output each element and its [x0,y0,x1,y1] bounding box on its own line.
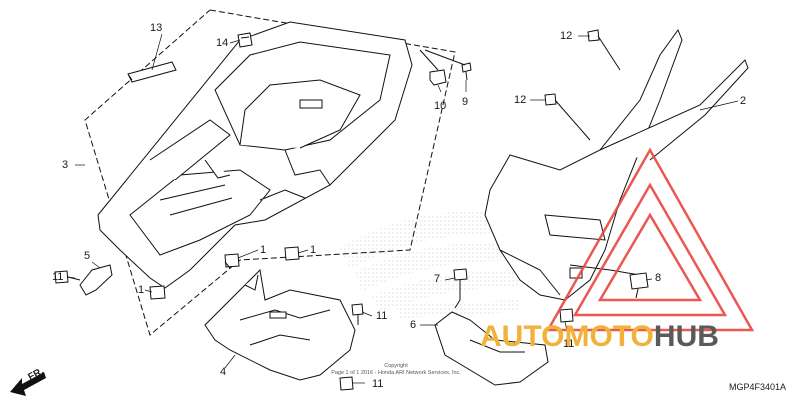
callout-14: 14 [216,37,229,49]
callout-13: 13 [150,22,163,34]
callout-11-bottom: 11 [372,378,384,390]
automotohub-watermark: AUTOMOTOHUB [480,321,719,353]
callout-1-b: 1 [310,244,317,256]
callout-2: 2 [740,95,747,107]
bolt-11-right [559,308,574,323]
bolt-11-mid [351,303,364,325]
callout-8: 8 [655,272,662,284]
nut-part [429,69,447,86]
bolt-part [461,62,472,81]
strap-part [127,61,177,83]
copyright-text: Copyright Page 1 of 1 2016 - Honda ARI N… [331,363,461,376]
front-arrow-icon [10,372,46,396]
grommet-part [629,272,649,299]
clip-part [237,32,253,48]
screw-part [453,268,468,309]
side-cover-part [484,28,749,301]
callout-5: 5 [84,250,91,262]
assembly-frame [84,9,456,336]
splash-guard-part [204,268,356,381]
clip-1-parts [149,246,300,300]
callout-1-a: 1 [260,244,267,256]
callout-3: 3 [62,159,69,171]
watermark-part1: AUTOMOTO [480,320,654,353]
screw-12-top [587,29,621,71]
diagram-code: MGP4F3401A [728,382,786,392]
rear-fender-part [97,21,413,289]
callout-10: 10 [434,100,447,112]
bolt-11-bottom [339,376,354,391]
callout-9: 9 [462,96,469,108]
callout-7: 7 [434,273,441,285]
callout-12-top: 12 [560,30,573,42]
callout-1-c: 1 [138,284,145,296]
watermark-part2: HUB [653,320,719,353]
callout-11-mid: 11 [376,310,388,322]
callout-11-right: 11 [563,338,575,350]
callout-12-mid: 12 [514,94,527,106]
watermark-triangle [545,147,755,332]
callout-4: 4 [220,366,227,378]
callout-6: 6 [410,319,417,331]
bracket-part [79,264,113,296]
callout-11-left: 11 [52,271,64,283]
screw-12-mid [544,93,591,141]
leader-lines [66,33,739,384]
